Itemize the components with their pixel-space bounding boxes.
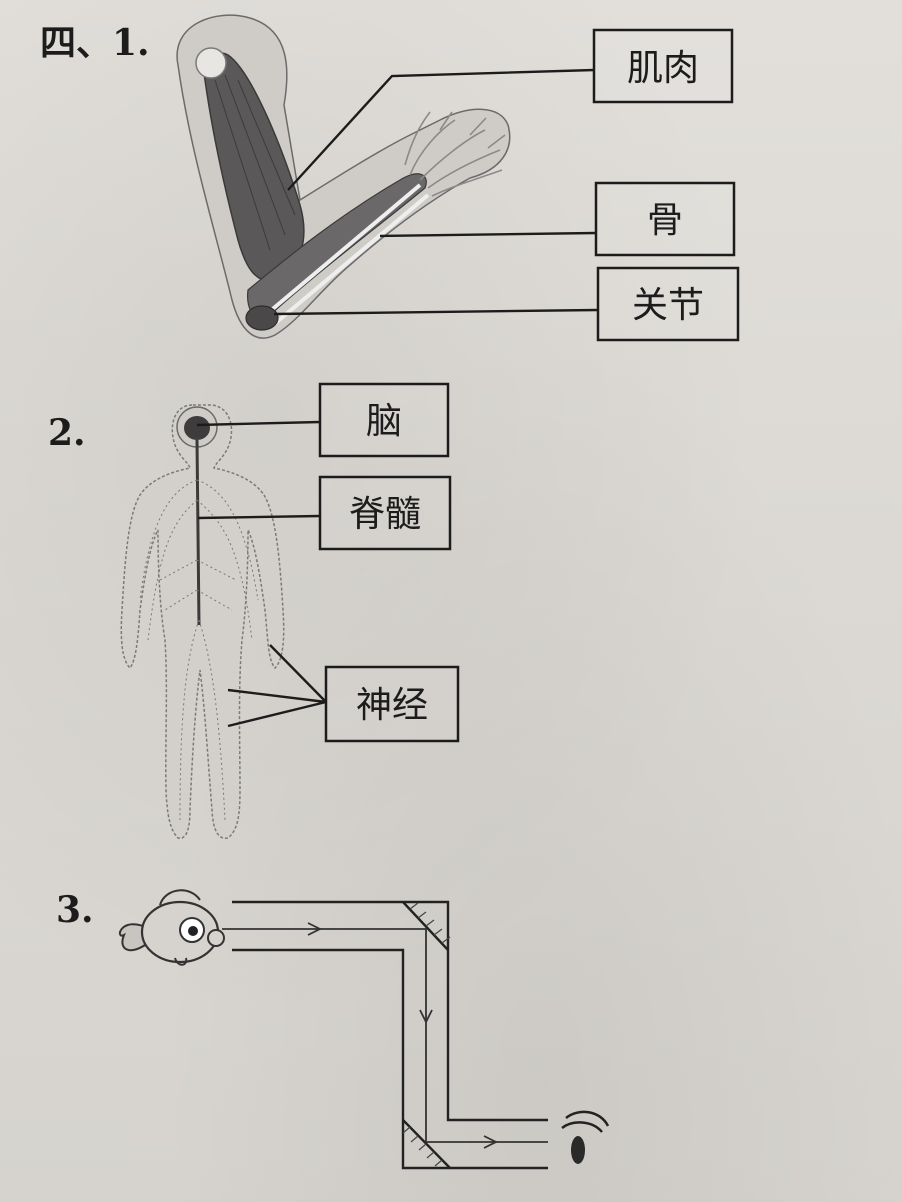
eye-pupil — [571, 1136, 585, 1164]
bottom-mirror-hatching — [403, 1127, 442, 1166]
bone-leader-line — [380, 233, 596, 236]
shoulder-joint — [196, 48, 226, 78]
section-3-number: 3. — [56, 889, 94, 931]
arm-illustration — [177, 15, 598, 338]
human-body-illustration — [121, 405, 326, 838]
section-1-number: 四、1. — [40, 22, 150, 64]
bone-label: 骨 — [647, 200, 683, 241]
nerves-leader-line-3 — [228, 702, 326, 726]
eye-illustration — [562, 1112, 608, 1164]
periscope-inner-wall — [232, 950, 548, 1168]
periscope-diagram — [222, 902, 548, 1168]
joint-label: 关节 — [632, 285, 704, 326]
muscle-label: 肌肉 — [627, 48, 699, 89]
periscope-outer-wall — [232, 902, 548, 1120]
section-2-number: 2. — [48, 412, 86, 454]
fish-illustration — [120, 890, 224, 964]
nerves-label: 神经 — [356, 685, 428, 726]
top-mirror-hatching — [410, 903, 450, 943]
brain-shape — [184, 416, 210, 440]
spinal-cord-line — [197, 440, 199, 625]
eyebrow-arc-1 — [562, 1122, 602, 1132]
nerves-leader-line-1 — [270, 645, 326, 702]
spinal-cord-label: 脊髓 — [349, 494, 421, 535]
fish-mouth — [208, 930, 224, 946]
light-ray — [222, 929, 548, 1142]
nerves-leader-line-2 — [228, 690, 326, 702]
joint-leader-line — [274, 310, 598, 314]
brain-label: 脑 — [366, 401, 402, 442]
elbow-joint — [246, 306, 278, 330]
body-outline — [121, 405, 283, 838]
